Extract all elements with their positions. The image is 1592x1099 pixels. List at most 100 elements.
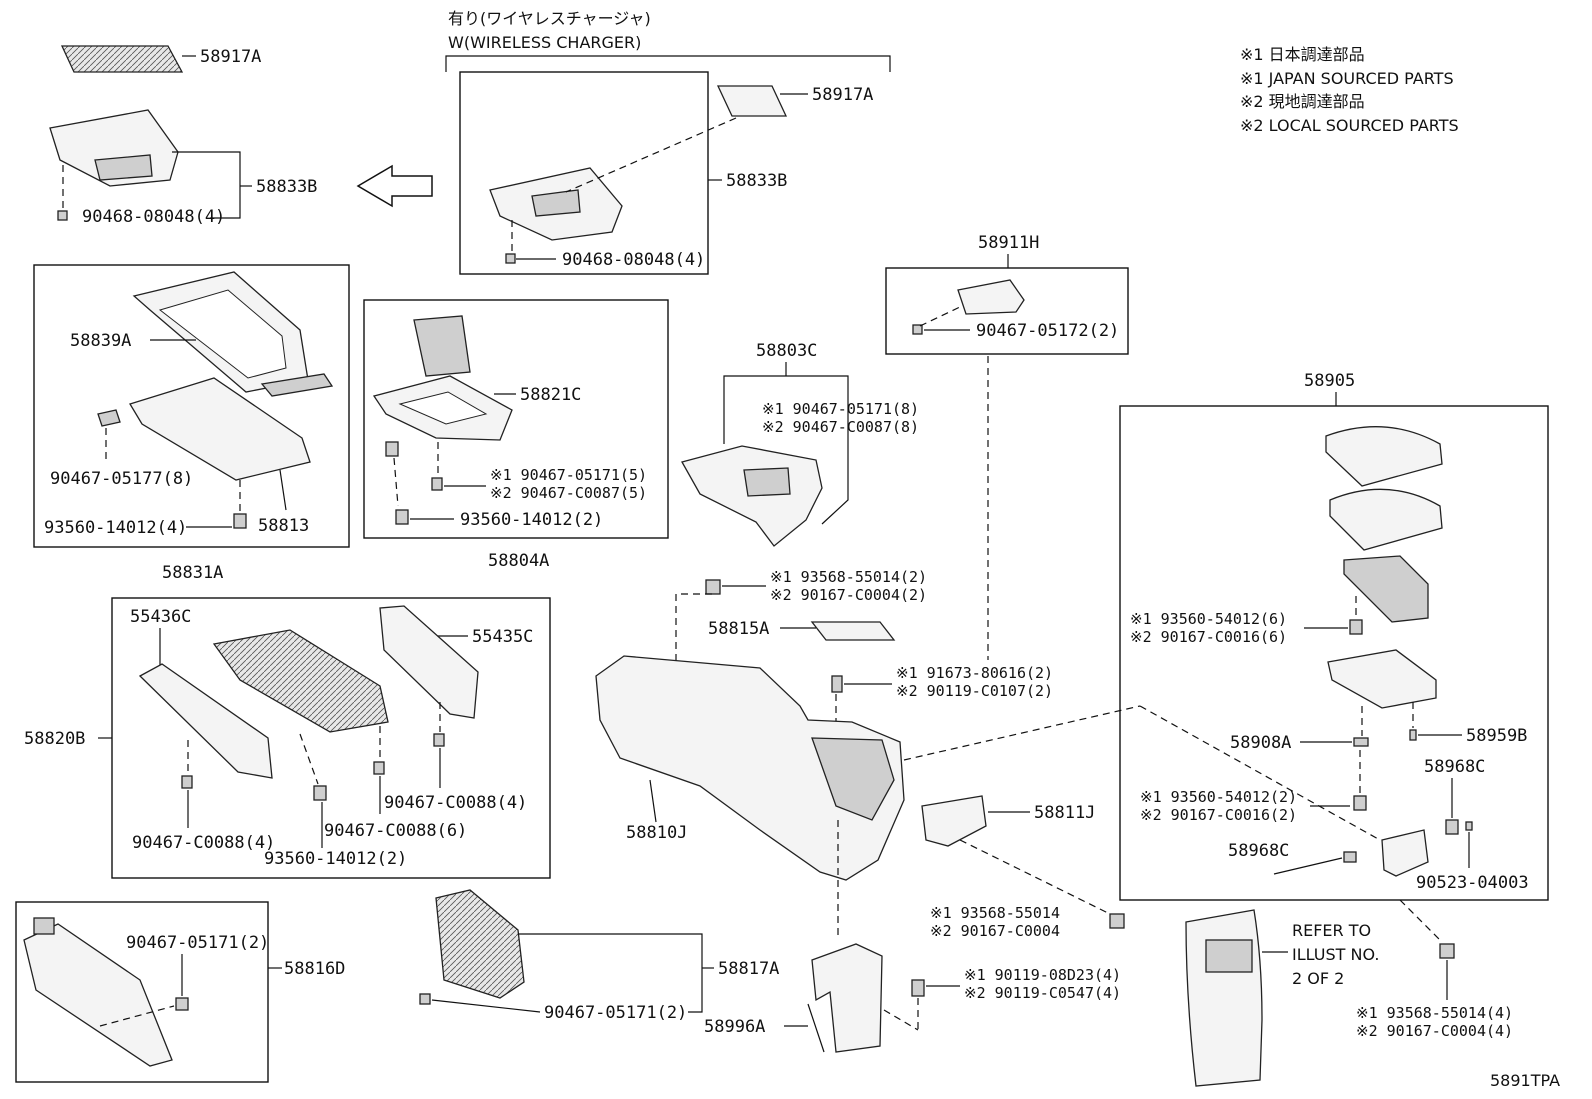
label-90167-s2-4: ※2 90167-C0004(4) xyxy=(1356,1022,1513,1040)
label-refer1: REFER TO xyxy=(1292,921,1371,940)
label-90467-05177: 90467-05177(8) xyxy=(50,469,193,489)
label-58959B: 58959B xyxy=(1466,726,1527,746)
label-90119-s2-4: ※2 90119-C0547(4) xyxy=(964,984,1121,1002)
label-90119-s1-4: ※1 90119-08D23(4) xyxy=(964,966,1121,984)
label-90468-right: 90468-08048(4) xyxy=(562,250,705,270)
arrow-left-icon xyxy=(356,164,433,208)
part-55435C[interactable] xyxy=(379,605,479,719)
label-58815A: 58815A xyxy=(708,619,769,639)
group-58816D: 90467-05171(2) 58816D xyxy=(15,901,345,1083)
label-58821C: 58821C xyxy=(520,385,581,405)
label-90467-C0088-4b: 90467-C0088(4) xyxy=(384,793,527,813)
group-58820B: 55436C 55435C 58820B 90467-C0088(4) 9356… xyxy=(24,597,551,879)
group-rear-panel: REFER TO ILLUST NO. 2 OF 2 ※1 93568-5501… xyxy=(1185,899,1513,1087)
part-center-frame[interactable] xyxy=(212,629,389,733)
part-58968C-bracket[interactable] xyxy=(1381,829,1429,877)
diagram-code: 5891TPA xyxy=(1490,1071,1560,1090)
label-58803C-s2: ※2 90467-C0087(8) xyxy=(762,418,919,436)
svg-text:※1 日本調達部品: ※1 日本調達部品 xyxy=(1240,45,1365,64)
group-wireless-charger: 有り(ワイヤレスチャージャ) W(WIRELESS CHARGER) 58917… xyxy=(445,9,891,275)
label-90467-05172: 90467-05172(2) xyxy=(976,321,1119,341)
label-90467-05171-2b: 90467-05171(2) xyxy=(544,1003,687,1023)
label-90167-s2-b: ※2 90167-C0004 xyxy=(930,922,1060,940)
part-shift-boot[interactable] xyxy=(413,315,471,377)
label-90523: 90523-04003 xyxy=(1416,873,1529,893)
group-58810J: ※1 93568-55014(2) ※2 90167-C0004(2) 5881… xyxy=(595,568,1141,940)
part-58813[interactable] xyxy=(129,377,311,481)
label-58803C-s1: ※1 90467-05171(8) xyxy=(762,400,919,418)
part-58911H[interactable] xyxy=(957,279,1025,315)
label-58905: 58905 xyxy=(1304,371,1355,391)
group-58803C: 58803C ※1 90467-05171(8) ※2 90467-C0087(… xyxy=(681,341,919,547)
label-58996A: 58996A xyxy=(704,1017,765,1037)
group-58905: 58905 ※1 93560-54012(6) ※2 90167-C0016(6… xyxy=(1119,371,1549,901)
label-90467-C0088-6: 90467-C0088(6) xyxy=(324,821,467,841)
clip-90468-left[interactable] xyxy=(57,210,68,221)
label-58803C: 58803C xyxy=(756,341,817,361)
label-58968C-b: 58968C xyxy=(1228,841,1289,861)
label-58911H: 58911H xyxy=(978,233,1039,253)
part-58817A[interactable] xyxy=(435,889,525,999)
wireless-title-en: W(WIRELESS CHARGER) xyxy=(448,33,641,52)
part-armrest-hinge[interactable] xyxy=(1343,555,1429,623)
label-93568-s1-4: ※1 93568-55014(4) xyxy=(1356,1004,1513,1022)
svg-text:※2 現地調達部品: ※2 現地調達部品 xyxy=(1240,92,1365,111)
label-58820B: 58820B xyxy=(24,729,85,749)
wireless-title-jp: 有り(ワイヤレスチャージャ) xyxy=(448,9,651,28)
part-armrest-pad[interactable] xyxy=(1329,488,1443,551)
label-58817A: 58817A xyxy=(718,959,779,979)
label-90467-C0088-4a: 90467-C0088(4) xyxy=(132,833,275,853)
group-58911H: 58911H 90467-05172(2) xyxy=(885,233,1129,660)
part-rear-panel[interactable] xyxy=(1185,909,1263,1087)
label-55436C: 55436C xyxy=(130,607,191,627)
part-58815A[interactable] xyxy=(810,621,896,641)
label-58917A-left: 58917A xyxy=(200,47,261,67)
label-93568-s1-b: ※1 93568-55014 xyxy=(930,904,1060,922)
label-90468-left: 90468-08048(4) xyxy=(82,207,225,227)
label-93560-s1-2: ※1 93560-54012(2) xyxy=(1140,788,1297,806)
part-58996A[interactable] xyxy=(811,943,883,1053)
label-90167-s2-2: ※2 90167-C0016(2) xyxy=(1140,806,1297,824)
legend: ※1 日本調達部品 ※1 JAPAN SOURCED PARTS ※2 現地調達… xyxy=(1240,45,1459,135)
part-58917A-left[interactable] xyxy=(60,45,184,73)
label-refer2: ILLUST NO. xyxy=(1292,945,1379,964)
group-58804A: 58821C ※1 90467-05171(5) ※2 90467-C0087(… xyxy=(363,299,669,571)
label-58968C-a: 58968C xyxy=(1424,757,1485,777)
label-58908A: 58908A xyxy=(1230,733,1291,753)
label-90167-s2-6: ※2 90167-C0016(6) xyxy=(1130,628,1287,646)
label-refer3: 2 OF 2 xyxy=(1292,969,1344,988)
group-58996A: 58996A ※1 90119-08D23(4) ※2 90119-C0547(… xyxy=(704,943,1121,1053)
part-58816D[interactable] xyxy=(23,923,173,1067)
part-armrest-base[interactable] xyxy=(1327,649,1437,709)
label-91673-s1: ※1 91673-80616(2) xyxy=(896,664,1053,682)
label-58831A: 58831A xyxy=(162,563,223,583)
label-58833B-left: 58833B xyxy=(256,177,317,197)
label-90167-s2-a: ※2 90167-C0004(2) xyxy=(770,586,927,604)
label-58816D: 58816D xyxy=(284,959,345,979)
part-armrest-lid[interactable] xyxy=(1325,426,1443,487)
label-58839A: 58839A xyxy=(70,331,131,351)
group-58817A: 58817A 90467-05171(2) xyxy=(419,889,779,1023)
label-93560-14012-2a: 93560-14012(2) xyxy=(460,510,603,530)
svg-text:※1 JAPAN SOURCED PARTS: ※1 JAPAN SOURCED PARTS xyxy=(1240,69,1454,88)
label-93568-s1-a: ※1 93568-55014(2) xyxy=(770,568,927,586)
part-55436C[interactable] xyxy=(138,663,273,779)
label-93560-14012-2b: 93560-14012(2) xyxy=(264,849,407,869)
label-58821C-s1: ※1 90467-05171(5) xyxy=(490,466,647,484)
label-58833B-right: 58833B xyxy=(726,171,787,191)
group-58831A: 58839A 90467-05177(8) 93560-14012(4) 588… xyxy=(33,264,350,583)
label-58811J: 58811J xyxy=(1034,803,1095,823)
label-93560-14012-4: 93560-14012(4) xyxy=(44,518,187,538)
svg-text:※2 LOCAL SOURCED PARTS: ※2 LOCAL SOURCED PARTS xyxy=(1240,116,1459,135)
group-58833B-left: 58917A 58833B 90468-08048(4) xyxy=(49,45,317,227)
label-58810J: 58810J xyxy=(626,823,687,843)
label-58813: 58813 xyxy=(258,516,309,536)
label-58821C-s2: ※2 90467-C0087(5) xyxy=(490,484,647,502)
part-58810J[interactable] xyxy=(595,655,905,881)
label-90119-s2: ※2 90119-C0107(2) xyxy=(896,682,1053,700)
label-93560-s1-6: ※1 93560-54012(6) xyxy=(1130,610,1287,628)
label-58804A: 58804A xyxy=(488,551,549,571)
part-58811J[interactable] xyxy=(921,795,987,847)
part-58917A-right[interactable] xyxy=(716,85,788,117)
